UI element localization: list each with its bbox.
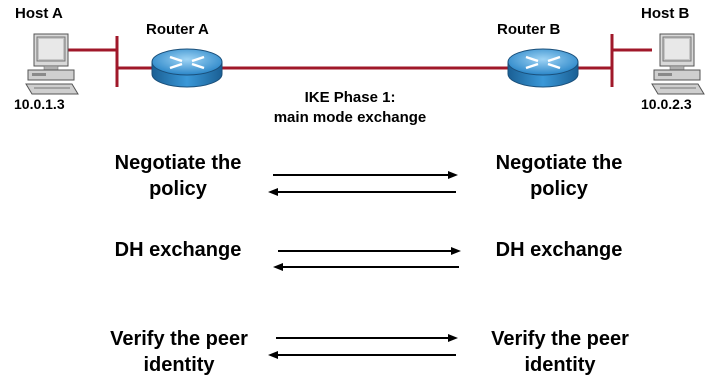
arrow-right-2-head [451, 247, 461, 255]
exchange-3-right: Verify the peer identity [455, 326, 665, 378]
exchange-1-left-line1: Negotiate the [114, 152, 242, 174]
phase-caption: IKE Phase 1: main mode exchange [245, 88, 455, 128]
exchange-3-left-line2: identity [143, 354, 215, 376]
host-a-label: Host A [15, 5, 63, 22]
phase-caption-line2: main mode exchange [273, 109, 427, 126]
router-icon [507, 48, 579, 88]
exchange-3-right-line2: identity [524, 354, 596, 376]
host-a-ip: 10.0.1.3 [14, 96, 65, 112]
arrow-right-3-head [448, 334, 458, 342]
exchange-1-left: Negotiate the policy [78, 150, 278, 202]
desktop-computer-icon [25, 33, 79, 95]
router-icon [151, 48, 223, 88]
exchange-1-right-line2: policy [530, 178, 588, 200]
network-links [68, 34, 652, 87]
arrow-right-1-head [448, 171, 458, 179]
exchange-2-left-line1: DH exchange [114, 239, 242, 261]
exchange-3-left-line1: Verify the peer [110, 328, 248, 350]
exchange-arrows [268, 171, 461, 359]
exchange-2-left: DH exchange [78, 237, 278, 263]
exchange-1-right: Negotiate the policy [459, 150, 659, 202]
desktop-computer-icon [651, 33, 705, 95]
exchange-3-left: Verify the peer identity [74, 326, 284, 378]
exchange-1-left-line2: policy [149, 178, 207, 200]
arrow-left-1-head [268, 188, 278, 196]
exchange-2-right-line1: DH exchange [495, 239, 623, 261]
router-b-label: Router B [497, 21, 561, 38]
arrow-left-2-head [273, 263, 283, 271]
host-b-ip: 10.0.2.3 [641, 96, 692, 112]
exchange-1-right-line1: Negotiate the [495, 152, 623, 174]
exchange-3-right-line1: Verify the peer [491, 328, 629, 350]
arrow-left-3-head [268, 351, 278, 359]
host-b-label: Host B [641, 5, 690, 22]
phase-caption-line1: IKE Phase 1: [304, 89, 396, 106]
exchange-2-right: DH exchange [459, 237, 659, 263]
router-a-label: Router A [146, 21, 209, 38]
